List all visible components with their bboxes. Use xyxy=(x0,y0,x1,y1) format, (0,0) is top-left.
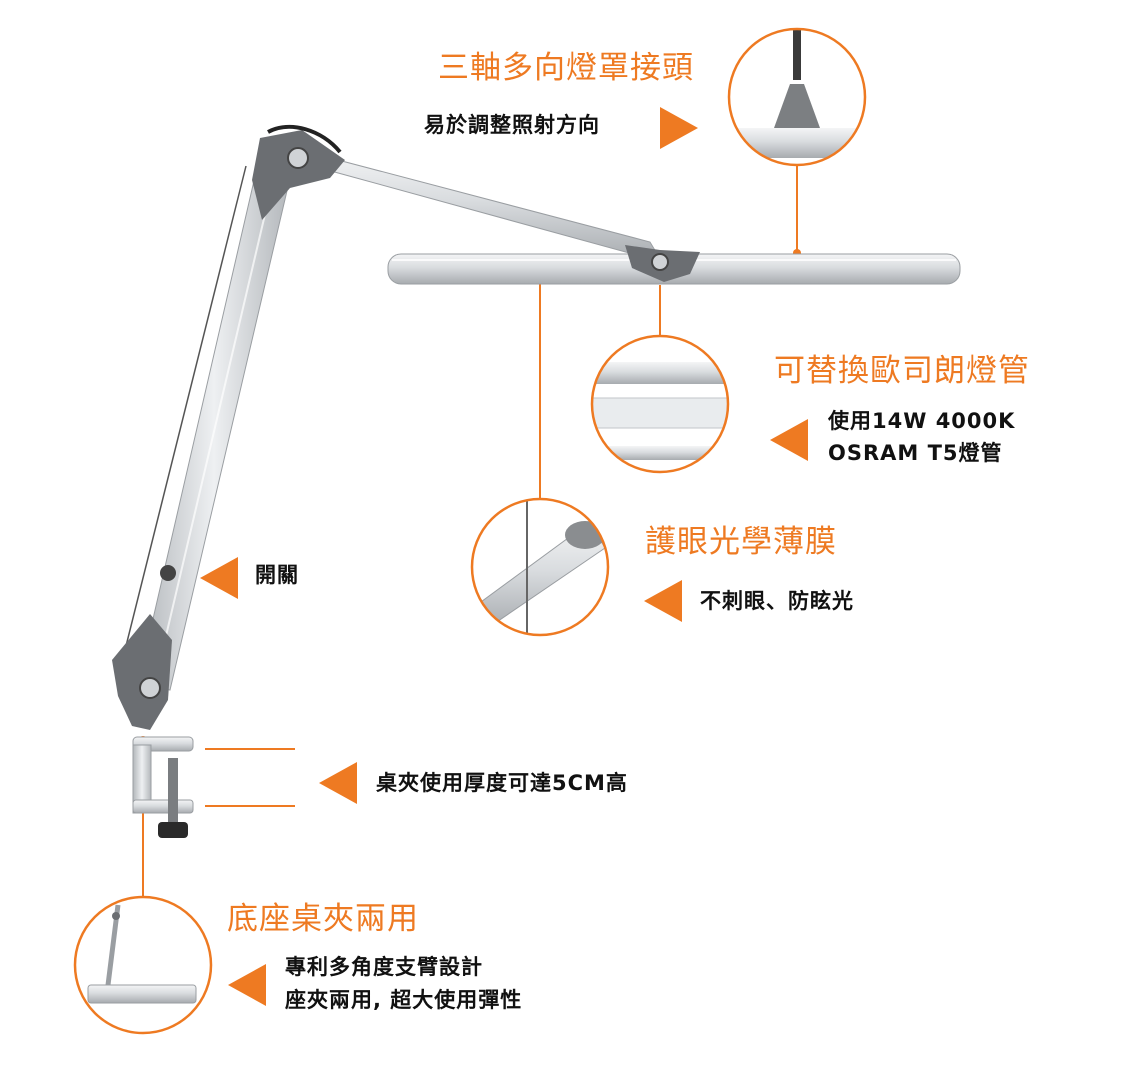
tube-desc-line1: 使用14W 4000K xyxy=(828,409,1016,433)
switch-label: 開關 xyxy=(255,563,299,587)
upper-arm xyxy=(299,149,664,263)
base-arrow-icon xyxy=(228,964,266,1006)
tube-desc-line2: OSRAM T5燈管 xyxy=(828,441,1003,465)
film-desc: 不刺眼、防眩光 xyxy=(700,589,854,613)
base-desc-line1: 專利多角度支臂設計 xyxy=(285,955,483,979)
film-title: 護眼光學薄膜 xyxy=(645,524,837,560)
detail-optical-film xyxy=(470,497,610,637)
clamp-desc: 桌夾使用厚度可達5CM高 xyxy=(376,771,628,795)
shade-joint-title: 三軸多向燈罩接頭 xyxy=(438,50,694,86)
tube-arrow-icon xyxy=(770,419,808,461)
clamp-arrow-icon xyxy=(319,762,357,804)
shade-joint-desc: 易於調整照射方向 xyxy=(424,113,600,137)
head-joint xyxy=(625,245,700,282)
switch-arrow-icon xyxy=(200,557,238,599)
detail-shade-joint xyxy=(727,27,867,167)
elbow-joint xyxy=(252,124,345,220)
clamp-guide-lines xyxy=(205,748,295,807)
base-desc-line2: 座夾兩用, 超大使用彈性 xyxy=(285,988,523,1012)
base-title: 底座桌夾兩用 xyxy=(227,901,419,937)
detail-base xyxy=(73,895,213,1035)
desk-clamp xyxy=(132,736,194,838)
base-joint xyxy=(112,614,172,730)
detail-tube xyxy=(590,334,730,474)
shade-joint-arrow-icon xyxy=(660,107,698,149)
film-arrow-icon xyxy=(644,580,682,622)
tube-title: 可替換歐司朗燈管 xyxy=(774,353,1030,389)
lower-arm xyxy=(119,165,291,691)
